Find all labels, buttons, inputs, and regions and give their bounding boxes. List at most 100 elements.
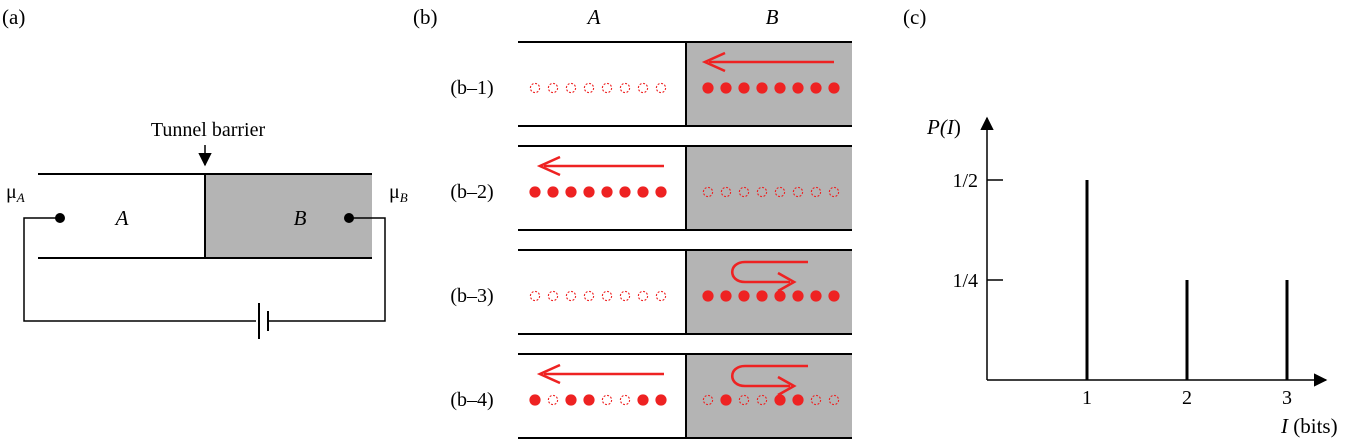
row-4-a-electron-filled <box>583 394 595 406</box>
row-2-b-electron-empty <box>792 186 804 198</box>
row-1-a-electron-empty <box>529 82 541 94</box>
row-3-b-electron-filled <box>810 290 822 302</box>
row-1: (b–1) <box>450 41 852 127</box>
row-2-region-b-fill <box>686 146 852 230</box>
row-3-b-electron-filled <box>702 290 714 302</box>
row-3-region-b-fill <box>686 250 852 334</box>
row-1-region-b-fill <box>686 42 852 126</box>
row-4-region-b-fill <box>686 354 852 438</box>
panel-a-label: (a) <box>2 5 25 29</box>
row-2: (b–2) <box>450 145 852 231</box>
row-4-a-electron-empty <box>601 394 613 406</box>
row-4-a-electron-empty <box>547 394 559 406</box>
row-4-b-uturn-arrow-head <box>777 375 797 397</box>
row-4-b-electron-empty <box>810 394 822 406</box>
row-3-label: (b–3) <box>450 285 493 307</box>
row-3-a-electron-empty <box>637 290 649 302</box>
row-2-b-electron-empty <box>774 186 786 198</box>
row-2-b-electron-empty <box>756 186 768 198</box>
row-4-label: (b–4) <box>450 389 493 411</box>
y-axis-label: P(I) <box>926 115 961 139</box>
row-3-b-electron-filled <box>720 290 732 302</box>
row-2-a-electron-filled <box>565 186 577 198</box>
row-1-a-electron-empty <box>565 82 577 94</box>
row-2-a-electron-filled <box>619 186 631 198</box>
row-4-a-electron-filled <box>655 394 667 406</box>
row-3-b-electron-filled <box>738 290 750 302</box>
row-1-a-electron-empty <box>637 82 649 94</box>
row-3-a-electron-empty <box>619 290 631 302</box>
row-1-b-electron-filled <box>756 82 768 94</box>
row-3-a-electron-empty <box>601 290 613 302</box>
row-3-b-electron-filled <box>792 290 804 302</box>
row-4-b-electron-empty <box>756 394 768 406</box>
region-a-label: A <box>114 206 129 230</box>
row-4-a-arrow-head <box>536 363 561 385</box>
row-1-b-arrow-head <box>701 51 726 73</box>
panel-b-rows: (b–1) (b–2) (b–3) (b–4) <box>450 41 852 439</box>
row-1-a-electron-empty <box>601 82 613 94</box>
mu-a-label: μA <box>6 181 25 205</box>
row-1-b-electron-filled <box>828 82 840 94</box>
row-4-b-electron-empty <box>702 394 714 406</box>
row-1-label: (b–1) <box>450 77 493 99</box>
row-1-b-electron-filled <box>810 82 822 94</box>
circuit-wire-left <box>23 217 256 322</box>
row-4-b-electron-filled <box>792 394 804 406</box>
row-1-b-electron-filled <box>702 82 714 94</box>
row-1-a-electron-empty <box>655 82 667 94</box>
row-1-a-electron-empty <box>619 82 631 94</box>
row-4-b-electron-filled <box>720 394 732 406</box>
circuit-wire-right <box>268 217 386 322</box>
row-3-a-electron-empty <box>529 290 541 302</box>
row-3-a-electron-empty <box>655 290 667 302</box>
x-tick-label-3: 3 <box>1282 387 1292 409</box>
x-tick-label-1: 1 <box>1082 387 1092 409</box>
region-b-label: B <box>294 206 307 230</box>
x-axis-label: I (bits) <box>1280 414 1338 438</box>
row-3: (b–3) <box>450 249 852 335</box>
row-4-a-electron-empty <box>619 394 631 406</box>
row-1-b-electron-filled <box>738 82 750 94</box>
row-2-b-electron-empty <box>810 186 822 198</box>
row-2-label: (b–2) <box>450 181 493 203</box>
row-4-a-electron-filled <box>565 394 577 406</box>
row-2-b-electron-empty <box>702 186 714 198</box>
panel-c-label: (c) <box>903 5 926 29</box>
row-4-a-electron-filled <box>529 394 541 406</box>
y-tick-label: 1/4 <box>952 270 978 292</box>
row-3-a-electron-empty <box>565 290 577 302</box>
region-b-fill <box>205 174 372 258</box>
row-3-b-electron-filled <box>756 290 768 302</box>
row-4-b-electron-filled <box>774 394 786 406</box>
column-a-header: A <box>586 5 601 29</box>
column-b-header: B <box>766 5 779 29</box>
row-4-b-electron-empty <box>828 394 840 406</box>
row-3-a-electron-empty <box>547 290 559 302</box>
row-1-a-electron-empty <box>547 82 559 94</box>
row-3-b-uturn-arrow-head <box>777 271 797 293</box>
row-3-b-uturn-arrow-path <box>730 260 808 284</box>
row-2-a-electron-filled <box>547 186 559 198</box>
row-1-b-electron-filled <box>774 82 786 94</box>
row-2-a-electron-filled <box>655 186 667 198</box>
row-4: (b–4) <box>450 353 852 439</box>
row-2-b-electron-empty <box>720 186 732 198</box>
row-2-b-electron-empty <box>828 186 840 198</box>
row-2-a-electron-filled <box>637 186 649 198</box>
row-4-b-uturn-arrow-path <box>730 364 808 388</box>
row-2-a-electron-filled <box>529 186 541 198</box>
row-2-a-arrow-head <box>536 155 561 177</box>
panel-b: (b) A B (b–1)(b–2)(b–3)(b–4) <box>413 5 852 439</box>
x-tick-label-2: 2 <box>1182 387 1192 409</box>
row-2-b-electron-empty <box>738 186 750 198</box>
row-3-b-electron-filled <box>774 290 786 302</box>
row-3-a-electron-empty <box>583 290 595 302</box>
panel-a: (a) Tunnel barrier A B μA μB <box>2 5 408 339</box>
mu-b-label: μB <box>389 181 408 205</box>
tunnel-barrier-label: Tunnel barrier <box>151 119 266 141</box>
row-1-b-electron-filled <box>792 82 804 94</box>
